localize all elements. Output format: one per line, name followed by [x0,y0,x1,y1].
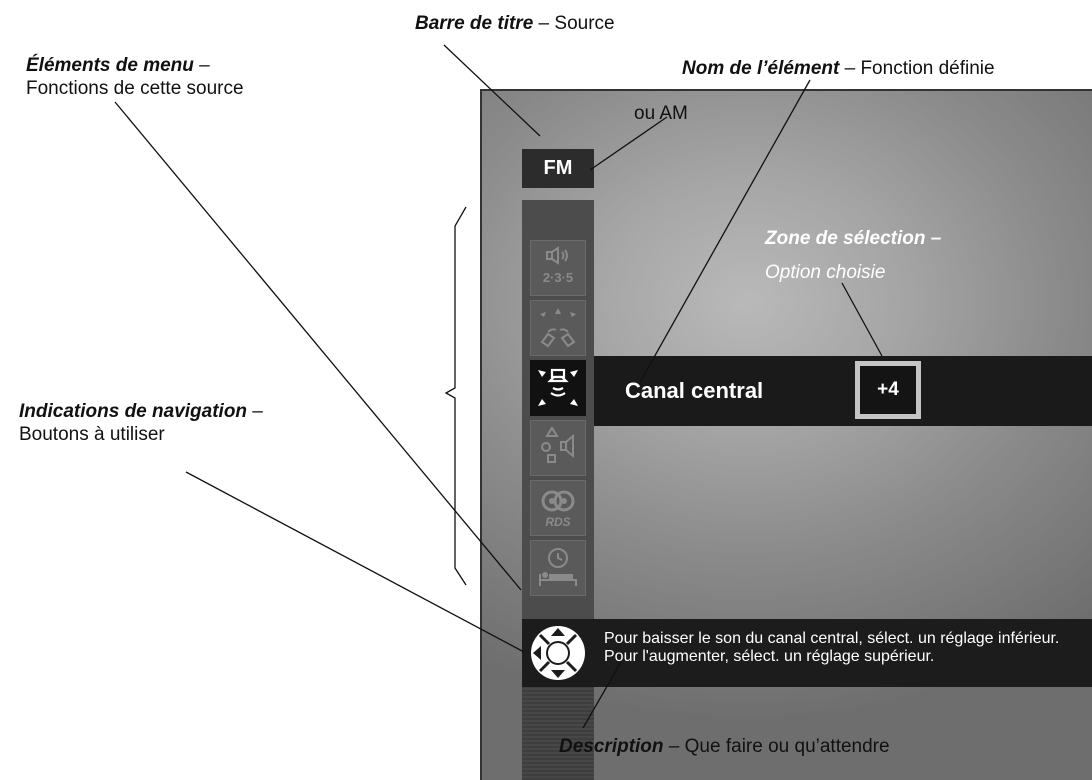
menu-item-sleep-timer[interactable] [530,540,586,596]
menu-item-sound-mode[interactable] [530,420,586,476]
source-alternative-label: ou AM [634,103,688,124]
function-name: Canal central [625,378,764,403]
menu-item-speakers[interactable]: 2·3·5 [530,240,586,296]
annotation-navigation: Indications de navigation – Boutons à uti… [19,400,263,446]
description-text: Pour baisser le son du canal central, sé… [604,630,1060,665]
menu-bracket [444,206,467,586]
menu-sidebar: 2·3·5 [522,200,594,780]
annotation-description-text: – Que faire ou qu’attendre [663,736,890,757]
shapes-speaker-icon [541,426,574,463]
annotation-item-name-text: – Fonction définie [839,58,995,79]
annotation-navigation-text: Boutons à utiliser [19,424,165,445]
tv-menu-screen: ou AM FM 2·3·5 [480,89,1092,780]
annotation-menu-items-text: Fonctions de cette source [26,78,244,99]
annotation-title-bar-label: Barre de titre [415,13,534,34]
rds-icon: RDS [541,490,575,529]
annotation-description-label: Description [559,736,664,757]
annotation-title-bar: Barre de titre – Source [415,12,615,35]
selection-zone-title: Zone de sélection – [765,228,942,249]
center-speaker-icon [538,368,578,406]
menu-item-rds[interactable]: RDS [530,480,586,536]
annotation-menu-items-label: Éléments de menu [26,55,194,76]
annotation-navigation-label: Indications de navigation [19,401,248,422]
menu-item-speaker-setup[interactable] [530,300,586,356]
function-row[interactable]: Canal central +4 [594,356,1092,426]
description-bar: Pour baisser le son du canal central, sé… [522,619,1092,687]
sleep-timer-icon [539,548,577,586]
menu-item-center-channel[interactable] [530,360,586,416]
menu-item-caption: RDS [545,515,570,529]
menu-item-caption: 2·3·5 [543,270,573,285]
leader-line-menu-items [114,101,522,591]
speaker-angles-icon [540,308,576,348]
annotation-menu-items-dash: – [193,55,210,76]
nav-pad-icon [531,626,585,680]
function-value-field[interactable]: +4 [855,361,921,419]
annotation-title-bar-text: – Source [533,13,615,34]
annotation-item-name-label: Nom de l’élément [682,58,840,79]
leader-line-navigation [185,471,525,653]
annotation-item-name: Nom de l’élément – Fonction définie [682,57,995,80]
speaker-235-icon: 2·3·5 [543,246,573,285]
source-title-bar[interactable]: FM [522,149,594,188]
annotation-description: Description – Que faire ou qu’attendre [559,736,890,758]
annotation-navigation-dash: – [247,401,263,422]
annotation-menu-items: Éléments de menu –Fonctions de cette sou… [26,54,244,100]
selection-zone-subtitle: Option choisie [765,262,886,283]
